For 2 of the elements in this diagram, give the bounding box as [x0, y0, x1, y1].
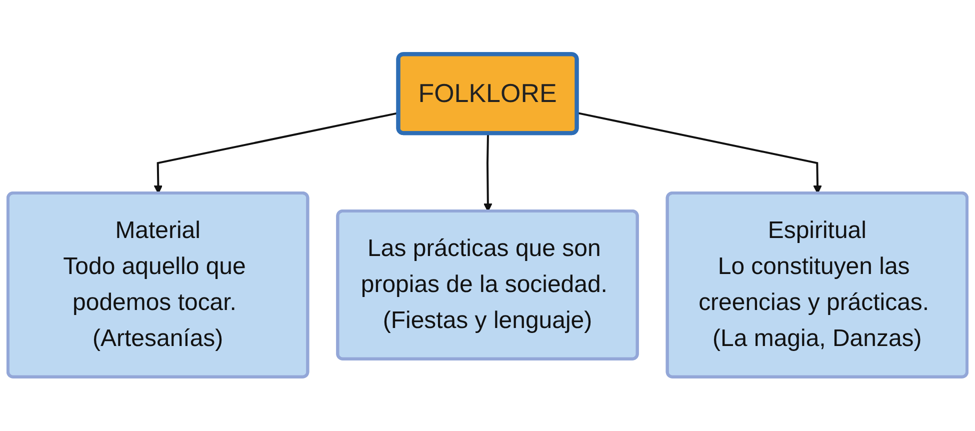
arrow: [577, 112, 822, 194]
arrow: [484, 134, 492, 212]
